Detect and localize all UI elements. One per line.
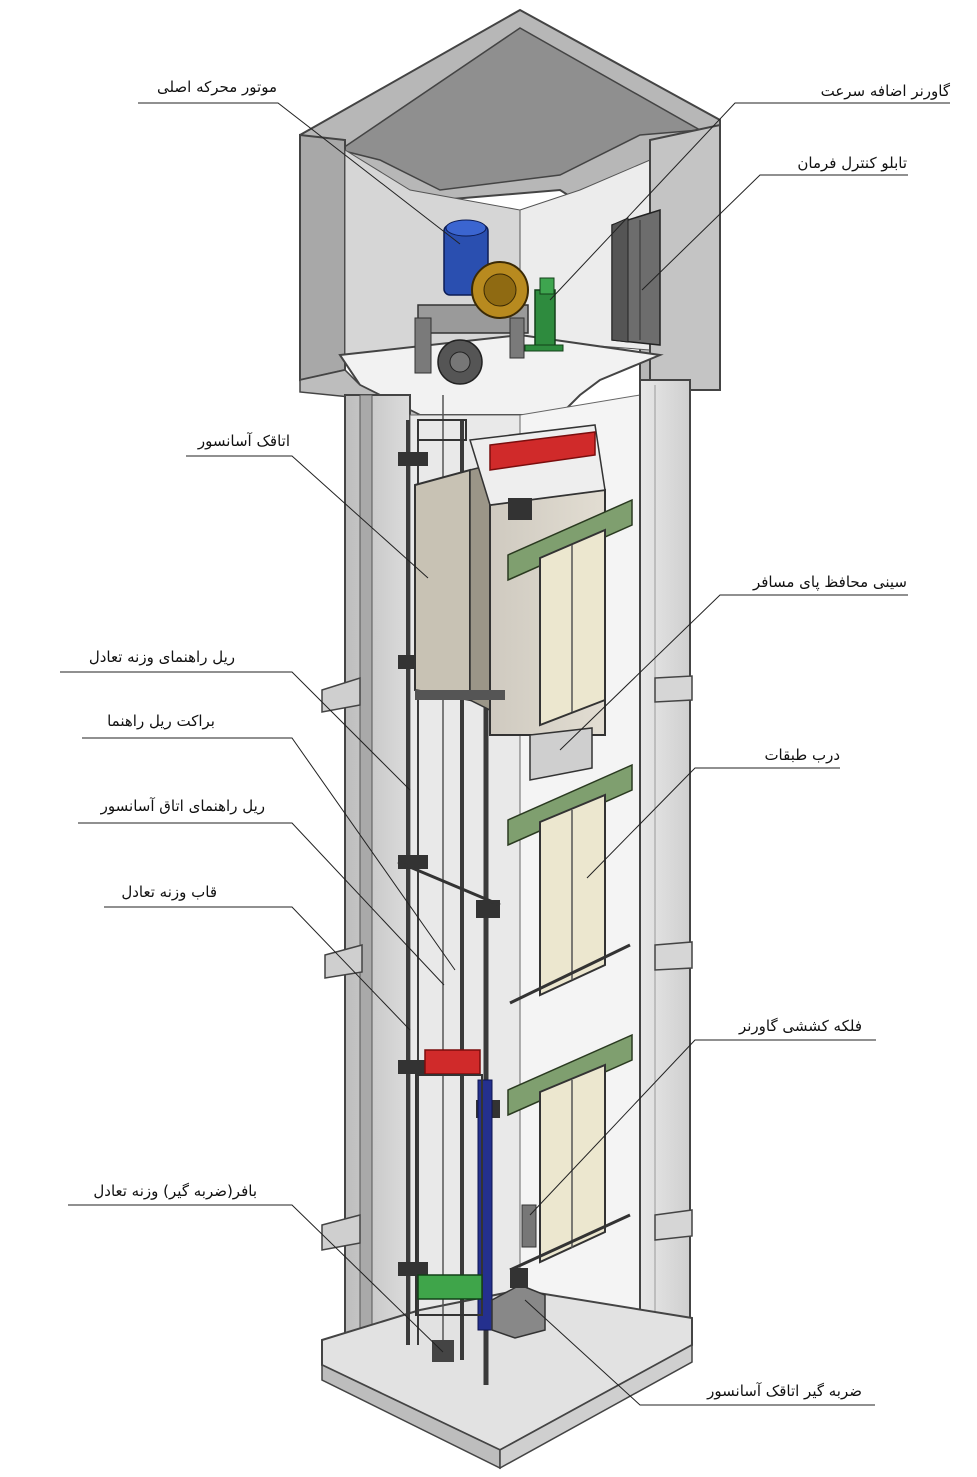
- label-landing-door: درب طبقات: [764, 746, 840, 764]
- label-elevator-car: اتاقک آسانسور: [197, 432, 290, 450]
- label-car-buffer: ضربه گیر اتاقک آسانسور: [707, 1382, 862, 1400]
- label-car-guide-rail: ریل راهنمای اتاق آسانسور: [100, 797, 265, 815]
- label-control-panel: تابلو کنترل فرمان: [797, 154, 907, 172]
- label-governor-tension-pulley: فلکه کششی گاورنر: [738, 1017, 862, 1035]
- control-cabinet: [611, 208, 661, 346]
- governor: [524, 277, 564, 352]
- label-counterweight-frame: قاب وزنه تعادل: [121, 883, 217, 901]
- traction-machine: [414, 219, 529, 385]
- label-overspeed-governor: گاورنر اضافه سرعت: [820, 82, 950, 100]
- pit-equipment: [432, 1204, 546, 1362]
- label-main-motor: موتور محرکه اصلی: [156, 78, 277, 96]
- counterweight: [415, 1049, 493, 1331]
- landing-doors: [507, 498, 633, 1272]
- leader-lines: [60, 102, 950, 1406]
- label-toe-guard: سینی محافظ پای مسافر: [752, 573, 907, 591]
- label-counterweight-buffer: بافر(ضربه گیر) وزنه تعادل: [93, 1182, 257, 1200]
- label-guide-rail-bracket: براکت ریل راهنما: [107, 712, 215, 730]
- label-counterweight-guide-rail: ریل راهنمای وزنه تعادل: [88, 648, 235, 666]
